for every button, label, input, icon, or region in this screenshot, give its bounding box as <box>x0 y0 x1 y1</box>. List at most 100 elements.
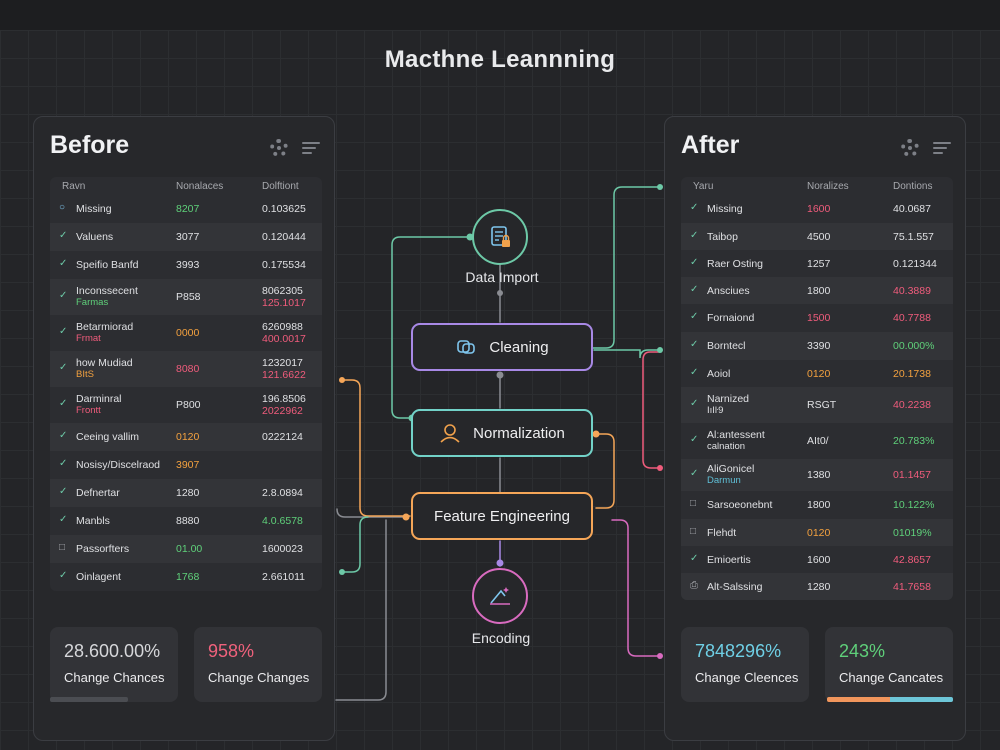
person-icon <box>440 424 460 443</box>
row-value: 3077 <box>176 231 200 243</box>
row-value: 0000 <box>176 327 200 339</box>
row-value: 1380 <box>807 469 831 481</box>
row-label: Borntecl <box>707 340 746 352</box>
encoding-node[interactable] <box>472 568 528 624</box>
checkbox-icon[interactable]: □ <box>690 525 697 537</box>
column-header: Yaru <box>693 181 714 192</box>
check-icon[interactable]: ✓ <box>59 458 68 469</box>
checkbox-icon[interactable]: □ <box>690 498 697 509</box>
top-bar <box>0 0 1000 30</box>
column-header: Nonalaces <box>176 181 224 192</box>
circle-icon[interactable]: ○ <box>59 202 66 213</box>
gear-icon[interactable] <box>901 139 919 157</box>
scrollbar[interactable] <box>50 697 128 702</box>
check-icon[interactable]: ✓ <box>59 570 68 581</box>
check-icon[interactable]: ✓ <box>59 258 68 269</box>
row-value: 1257 <box>807 257 831 270</box>
table-row[interactable]: □ Passorfters 01.00 1600023 <box>50 535 322 563</box>
check-icon[interactable]: ✓ <box>59 514 68 525</box>
cleaning-node[interactable]: Cleaning <box>411 323 593 371</box>
checkbox-icon[interactable]: □ <box>59 542 66 553</box>
card-value: 243% <box>839 641 886 661</box>
normalization-node[interactable]: Normalization <box>411 409 593 457</box>
card-label: Change Changes <box>208 670 310 685</box>
check-icon[interactable]: ✓ <box>59 430 68 441</box>
row-number: 40.0687 <box>893 203 931 215</box>
row-sublabel: BItS <box>76 369 94 380</box>
row-number: 75.1.557 <box>893 230 934 243</box>
row-value: 1500 <box>807 312 831 324</box>
gear-icon[interactable] <box>270 139 288 157</box>
table-header: Yaru Noralizes Dontions <box>681 177 953 195</box>
check-icon[interactable]: ✓ <box>690 202 699 213</box>
row-number: 1600023 <box>262 543 303 555</box>
check-icon[interactable]: ✓ <box>690 339 699 350</box>
check-icon[interactable]: ✓ <box>690 366 699 378</box>
check-icon[interactable]: ✓ <box>690 229 699 241</box>
check-icon[interactable]: ✓ <box>59 326 68 337</box>
row-value: 01.00 <box>176 543 203 555</box>
row-value: 1600 <box>807 553 831 566</box>
check-icon[interactable]: ✓ <box>59 398 68 409</box>
alert-icon[interactable]: ⎙ <box>690 579 698 591</box>
check-icon[interactable]: ✓ <box>59 230 68 241</box>
check-icon[interactable]: ✓ <box>690 434 699 445</box>
row-value: 1768 <box>176 571 200 583</box>
menu-icon[interactable] <box>933 142 951 154</box>
check-icon[interactable]: ✓ <box>690 552 699 564</box>
check-icon[interactable]: ✓ <box>690 256 699 268</box>
row-value: 1280 <box>807 580 831 593</box>
row-label: Manbls <box>76 515 110 527</box>
row-sublabel: Darmun <box>707 475 741 486</box>
row-number: 8062305 <box>262 285 303 297</box>
check-icon[interactable]: ✓ <box>690 468 699 479</box>
check-icon[interactable]: ✓ <box>59 486 68 497</box>
check-icon[interactable]: ✓ <box>59 290 68 301</box>
column-header: Noralizes <box>807 181 849 192</box>
row-label: Sarsoeonebnt <box>707 499 773 511</box>
check-icon[interactable]: ✓ <box>690 311 699 322</box>
feature-engineering-node[interactable]: Feature Engineering <box>411 492 593 540</box>
row-number: 42.8657 <box>893 553 931 566</box>
data-import-node[interactable] <box>472 209 528 265</box>
check-icon[interactable]: ✓ <box>690 398 699 409</box>
row-label: Nosisy/Discelraod <box>76 459 161 471</box>
card-label: Change Chances <box>64 670 165 685</box>
data-import-label: Data Import <box>465 269 539 285</box>
row-value: 8207 <box>176 203 200 215</box>
check-icon[interactable]: ✓ <box>690 283 699 295</box>
row-number: 2.661011 <box>262 571 306 583</box>
check-icon[interactable]: ✓ <box>59 362 68 373</box>
menu-icon[interactable] <box>302 142 320 154</box>
row-label: Passorfters <box>76 543 130 555</box>
